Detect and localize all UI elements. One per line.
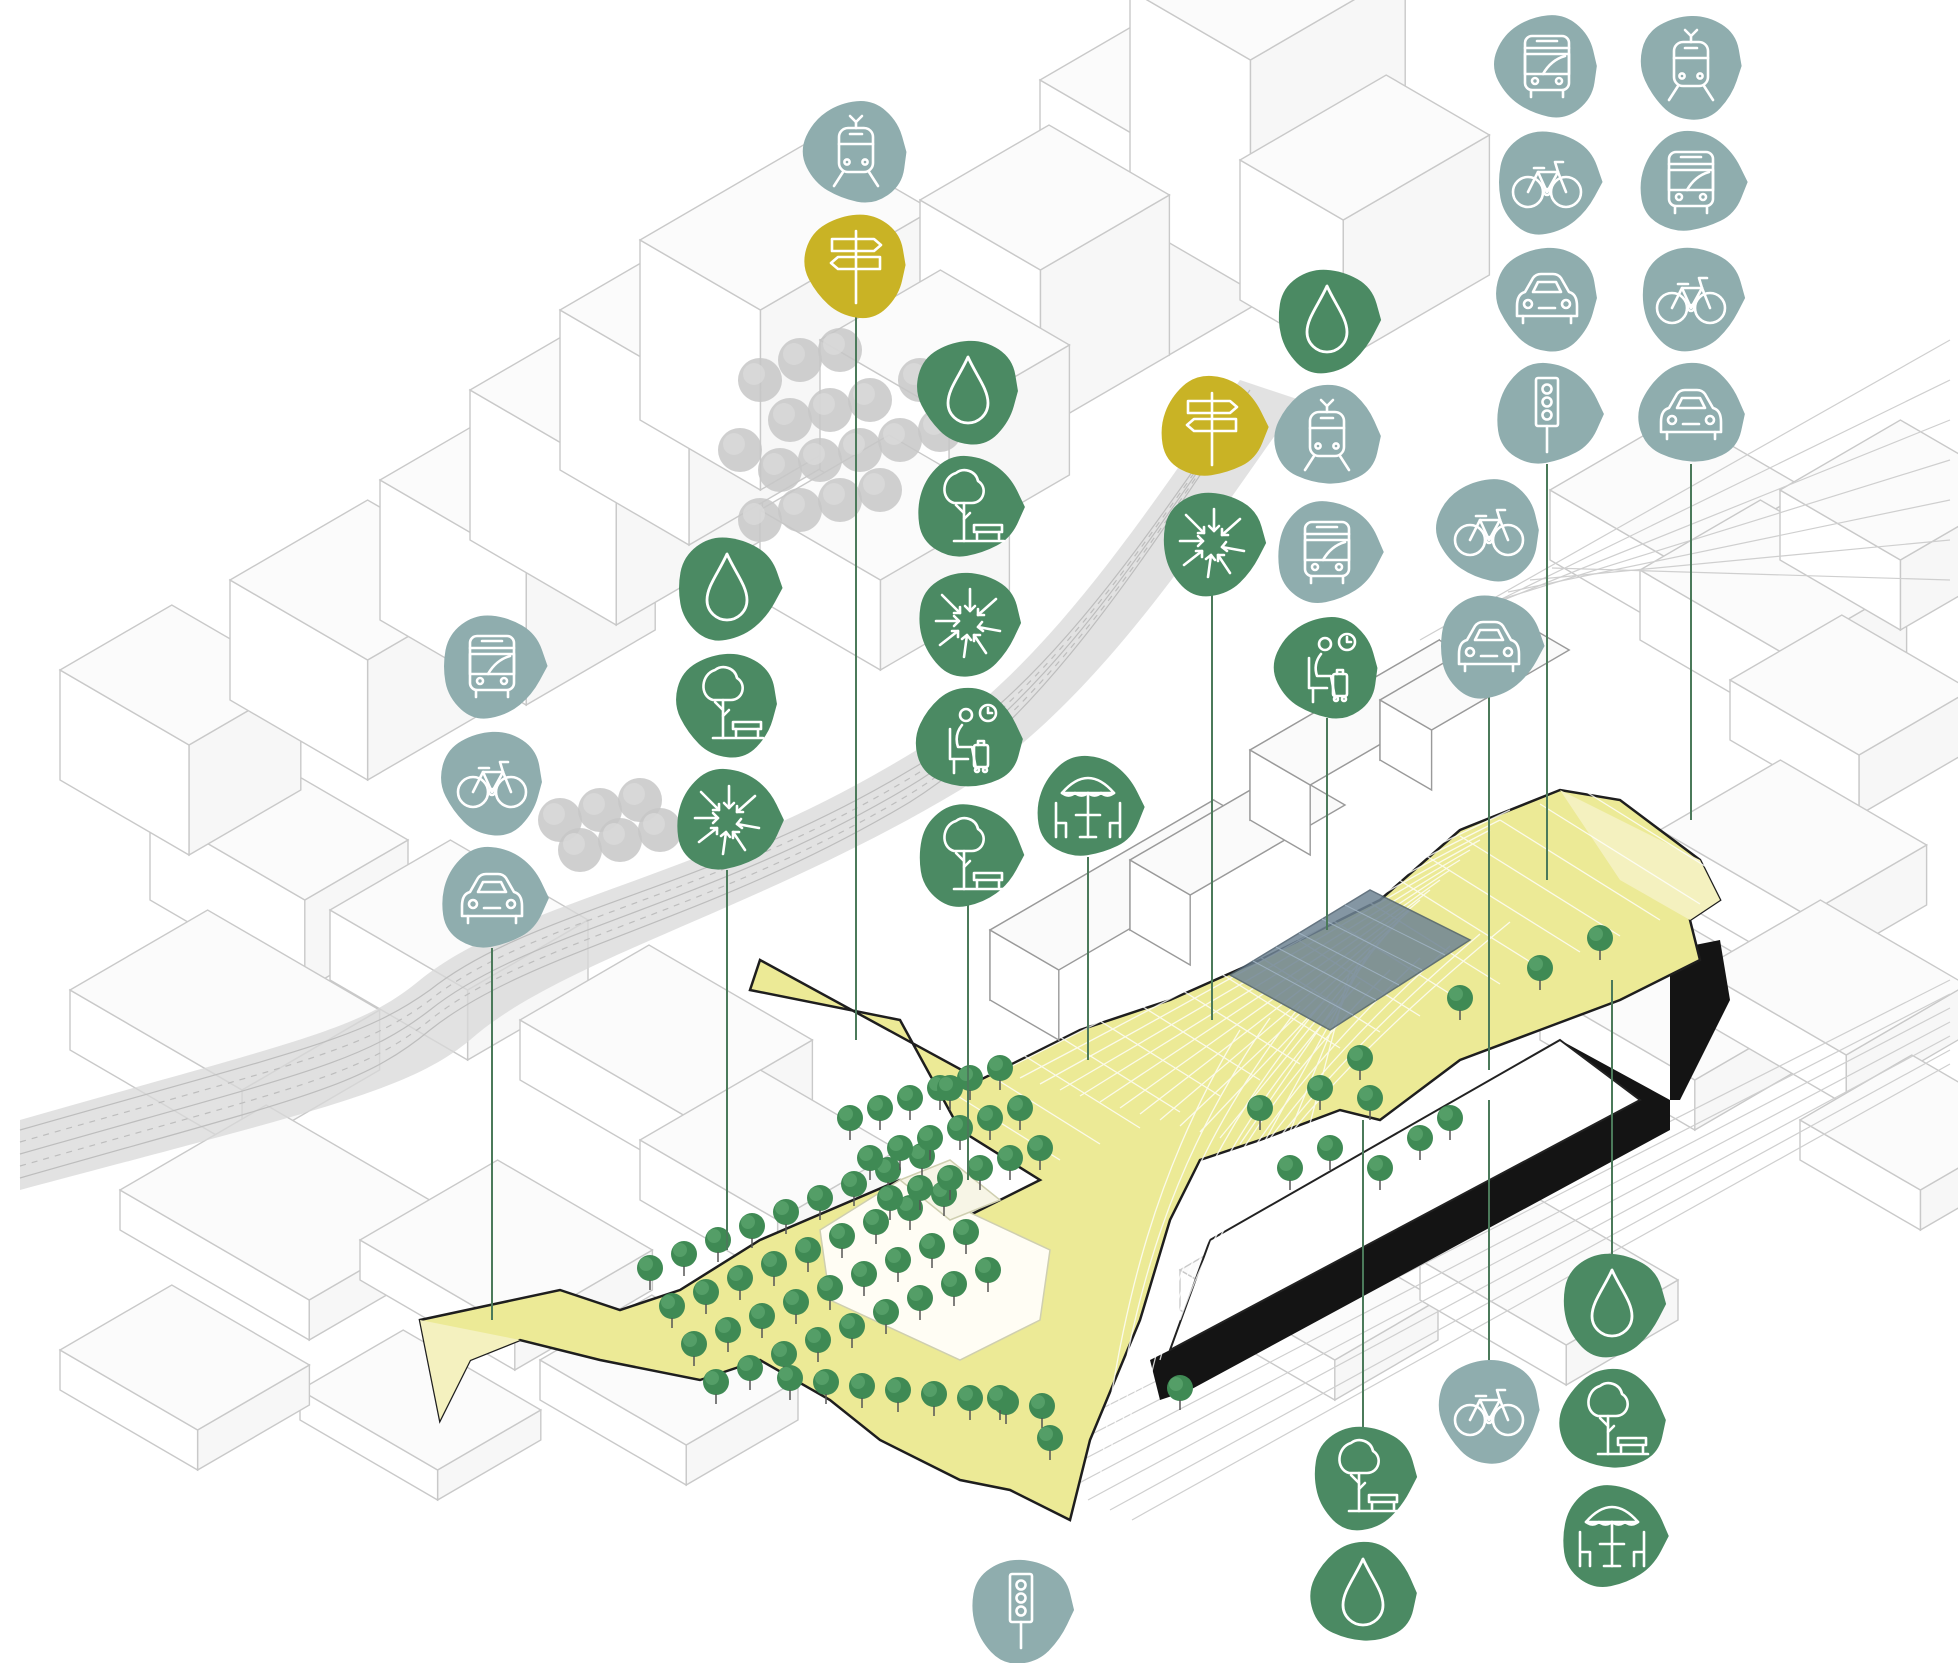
marker-waiting — [915, 687, 1023, 787]
marker-bicycle — [1642, 247, 1746, 352]
marker-tree-bench — [1559, 1368, 1666, 1468]
marker-water — [1310, 1541, 1417, 1641]
marker-stack-col-h — [1435, 479, 1545, 699]
marker-converge — [1163, 492, 1267, 597]
marker-car — [1496, 247, 1597, 352]
marker-car — [442, 846, 549, 948]
marker-bus — [444, 615, 548, 719]
icon-markers — [441, 15, 1748, 1663]
marker-car — [1638, 362, 1745, 462]
marker-bicycle — [1438, 1359, 1540, 1464]
marker-bus — [1640, 130, 1748, 231]
marker-water — [917, 340, 1018, 445]
marker-cafe — [1037, 755, 1145, 856]
marker-tram — [1640, 15, 1742, 120]
marker-stack-col-k — [972, 1559, 1075, 1663]
marker-traffic-light — [1497, 362, 1604, 464]
project-site — [418, 618, 1741, 1522]
marker-stack-col-c — [802, 101, 907, 319]
marker-water — [1278, 269, 1382, 374]
paving-grid — [899, 787, 1741, 1481]
marker-water — [1563, 1253, 1667, 1358]
marker-tree-bench — [919, 804, 1025, 907]
marker-stack-col-m — [1438, 1359, 1540, 1464]
marker-bus — [1493, 15, 1597, 118]
marker-water — [679, 537, 783, 641]
marker-cafe — [1563, 1485, 1669, 1588]
marker-tree-bench — [676, 653, 777, 758]
marker-traffic-light — [972, 1559, 1075, 1663]
marker-signpost — [804, 214, 906, 319]
marker-signpost — [1161, 375, 1269, 476]
station-platform — [1150, 940, 1730, 1400]
marker-stack-col-e — [1037, 755, 1145, 856]
marker-tree-bench — [918, 455, 1025, 557]
marker-stack-col-a — [441, 615, 549, 948]
marker-bus — [1278, 501, 1384, 604]
marker-stack-col-b — [676, 537, 784, 870]
marker-stack-col-l — [1310, 1426, 1418, 1641]
marker-stack-col-j — [1638, 15, 1748, 462]
marker-tram — [1274, 384, 1381, 484]
road-band — [19, 380, 1300, 1190]
marker-stack-col-g — [1273, 269, 1384, 719]
marker-waiting — [1273, 617, 1378, 719]
marker-bicycle — [1435, 479, 1539, 582]
leader-lines — [491, 315, 1692, 1427]
marker-stack-col-n — [1559, 1253, 1669, 1588]
marker-car — [1441, 595, 1545, 699]
marker-bicycle — [441, 731, 542, 836]
marker-converge — [919, 572, 1022, 677]
marker-tram — [802, 101, 907, 203]
marker-stack-col-i — [1493, 15, 1604, 464]
marker-bicycle — [1499, 131, 1603, 235]
marker-converge — [677, 768, 784, 870]
marker-stack-col-d — [915, 340, 1025, 907]
marker-tree-bench — [1314, 1426, 1418, 1531]
marker-stack-col-f — [1161, 375, 1269, 597]
